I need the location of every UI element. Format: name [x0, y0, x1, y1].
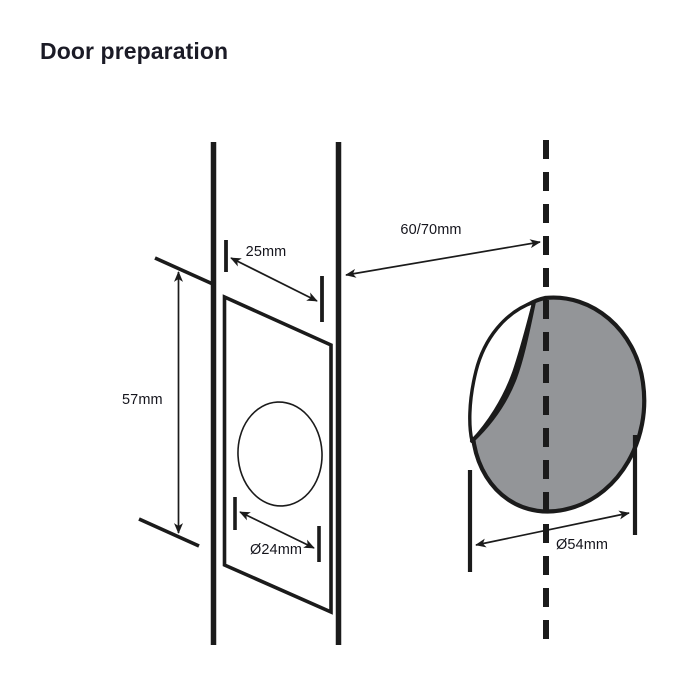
dimension-arrow-24mm [239, 511, 315, 549]
door-edge-lines [210, 142, 342, 645]
dimension-54mm: Ø54mm [467, 435, 638, 572]
dimension-arrow-25mm [230, 257, 318, 302]
mortise-pocket-outline [222, 294, 333, 615]
rose-inner-contour [470, 300, 536, 443]
dimension-arrow-60-70mm [345, 239, 541, 278]
dimension-label-57mm: 57mm [122, 392, 163, 408]
bore-hole-ellipse [237, 401, 323, 507]
dimension-label-24mm: Ø24mm [250, 542, 302, 558]
page-title: Door preparation [40, 38, 229, 64]
dimension-57mm: 57mm [122, 256, 216, 548]
rose-profile [468, 295, 647, 514]
extension-line-57mm-top [154, 256, 216, 287]
dimension-label-54mm: Ø54mm [556, 537, 608, 553]
dimension-60-70mm: 60/70mm [345, 222, 541, 278]
dimension-label-60-70mm: 60/70mm [400, 222, 461, 238]
dimension-25mm: 25mm [224, 240, 324, 322]
dimension-24mm: Ø24mm [233, 497, 321, 562]
dimension-label-25mm: 25mm [246, 244, 287, 260]
mortise-pocket [222, 294, 333, 615]
extension-line-57mm-bottom [138, 517, 200, 548]
dimension-arrow-54mm [475, 510, 630, 548]
